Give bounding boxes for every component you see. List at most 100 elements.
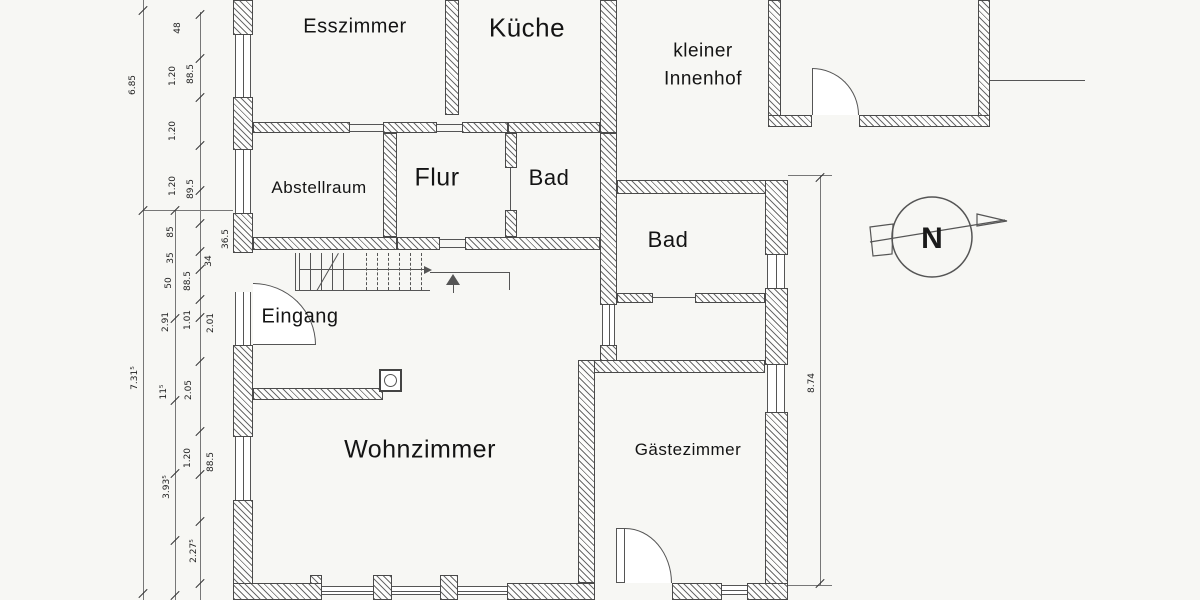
dimension-label: 50	[164, 277, 174, 289]
door-swing-arc	[625, 528, 672, 583]
stair-tread-dashed	[399, 253, 400, 290]
entrance-direction-arrow	[446, 274, 460, 285]
wall-segment	[508, 122, 600, 133]
dimension-label: 35	[166, 252, 176, 264]
stair-edge	[295, 253, 296, 290]
wall-segment	[978, 0, 990, 127]
room-label-eingang: Eingang	[261, 305, 339, 328]
dimension-label: 8.74	[807, 372, 817, 394]
dimension-extension-line	[788, 585, 832, 586]
dimension-label: 85	[166, 226, 176, 238]
dimension-label: 7.31⁵	[130, 366, 140, 390]
dimension-line	[820, 175, 821, 585]
dimension-label: 88.5	[183, 270, 193, 292]
stair-tread	[310, 253, 311, 290]
wall-wohnzimmer-gaeste-divider	[578, 360, 595, 583]
wall-wohnzimmer-top	[253, 388, 383, 400]
dimension-line	[143, 0, 144, 600]
wall-segment	[253, 237, 397, 250]
wall-flur-left	[383, 133, 397, 237]
stair-tread	[299, 253, 300, 290]
wall-segment	[233, 345, 253, 437]
dimension-label: 1.20	[168, 65, 178, 87]
window	[392, 586, 440, 595]
entrance-door-opening	[235, 292, 251, 345]
stair-tread	[332, 253, 333, 290]
landing-edge	[509, 272, 510, 290]
dimension-label: 2.01	[206, 312, 216, 334]
compass-north-label: N	[921, 222, 943, 255]
dimension-line	[200, 12, 201, 600]
room-label-flur: Flur	[414, 163, 460, 192]
door-opening-line	[510, 168, 511, 210]
window	[322, 586, 373, 595]
wall-segment	[253, 122, 350, 133]
dimension-extension-line	[143, 210, 233, 211]
door-opening-line	[437, 124, 462, 125]
window	[235, 437, 251, 500]
door-opening-line	[440, 247, 465, 248]
dimension-label: 11⁵	[159, 384, 169, 400]
stair-tread	[321, 253, 322, 290]
wall-pier	[373, 575, 392, 600]
wall-segment	[768, 115, 812, 127]
compass-arrowhead	[976, 213, 1008, 227]
wall-segment	[507, 583, 595, 600]
wall-pier	[440, 575, 458, 600]
room-label-wohnzimmer: Wohnzimmer	[344, 435, 496, 464]
dimension-label: 2.27⁵	[189, 539, 199, 563]
dimension-label: 1.20	[168, 175, 178, 197]
door-opening-line	[350, 131, 383, 132]
wall-segment	[765, 412, 788, 600]
wall-segment	[768, 0, 781, 127]
wall-segment	[383, 122, 437, 133]
dimension-label: 2.91	[161, 311, 171, 333]
wall-pier	[310, 575, 322, 584]
door-leaf	[616, 528, 625, 583]
door-opening-line	[440, 239, 465, 240]
room-label-abstellraum: Abstellraum	[271, 178, 367, 197]
stair-direction-line	[300, 269, 426, 270]
stair-tread	[343, 253, 344, 290]
dimension-label: 6.85	[128, 74, 138, 96]
boundary-line	[990, 80, 1085, 81]
wall-segment	[859, 115, 990, 127]
window	[722, 585, 747, 595]
dimension-label: 89.5	[186, 178, 196, 200]
dimension-label: 88.5	[186, 63, 196, 85]
compass-tail	[869, 223, 894, 257]
window	[767, 255, 785, 288]
door-opening-line	[350, 124, 383, 125]
wall-segment	[765, 288, 788, 365]
entrance-direction-stem	[453, 285, 454, 293]
dimension-label: 2.05	[184, 379, 194, 401]
wall-segment	[233, 213, 253, 253]
dimension-label: 36.5	[221, 228, 231, 250]
wall-bad2-top	[617, 180, 788, 194]
wall-bad1-left	[505, 133, 517, 168]
wall-segment	[233, 500, 253, 600]
window	[767, 365, 785, 412]
window	[602, 305, 615, 345]
stair-bottom-edge	[295, 290, 430, 291]
stair-tread-dashed	[366, 253, 367, 290]
door-opening-line	[437, 131, 462, 132]
landing-edge	[430, 272, 509, 273]
window	[235, 35, 251, 97]
stair-tread-dashed	[388, 253, 389, 290]
room-label-gaestezimmer: Gästezimmer	[634, 440, 742, 459]
wall-bad1-left	[505, 210, 517, 237]
wall-segment	[765, 180, 788, 255]
wall-bad2-bottom	[695, 293, 765, 303]
stair-tread-dashed	[421, 253, 422, 290]
dimension-label: 1.01	[183, 309, 193, 331]
door-opening-line	[653, 297, 695, 298]
wall-segment	[233, 583, 322, 600]
wall-bad2-bottom	[617, 293, 653, 303]
window	[458, 586, 507, 595]
room-label-bad2: Bad	[647, 227, 689, 252]
dimension-label: 34	[204, 255, 214, 267]
wall-segment	[672, 583, 722, 600]
room-label-innenhof-line1: kleiner	[673, 40, 733, 62]
